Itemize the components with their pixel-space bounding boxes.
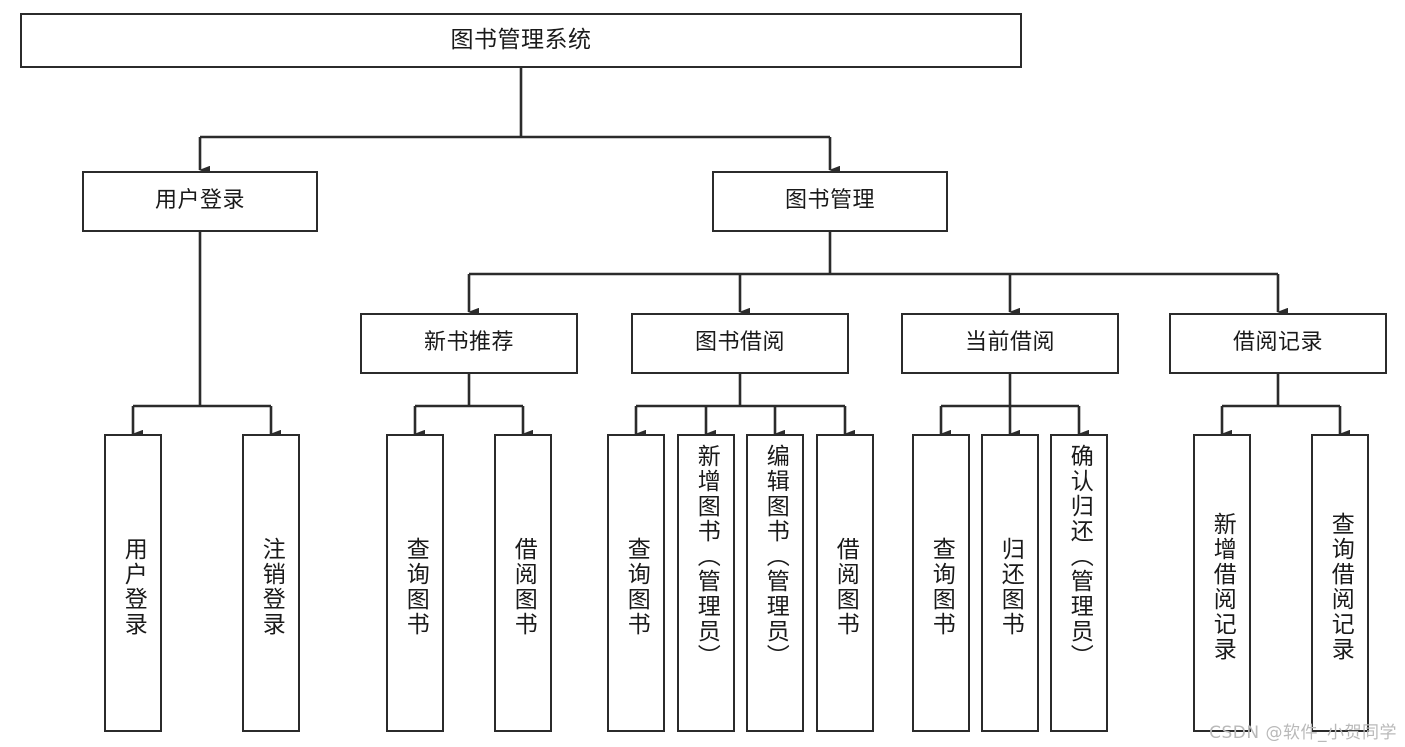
node-leaf-query-book-1-label: 查询图书 <box>402 537 429 637</box>
node-leaf-query-book-1[interactable]: 查询图书 <box>386 434 444 732</box>
node-book-manage-label: 图书管理 <box>784 188 875 214</box>
node-leaf-query-book-2[interactable]: 查询图书 <box>607 434 665 732</box>
node-borrow-record[interactable]: 借阅记录 <box>1169 313 1387 374</box>
node-current-borrow[interactable]: 当前借阅 <box>901 313 1119 374</box>
node-leaf-add-book-label: 新增图书（管理员） <box>693 444 720 669</box>
node-leaf-query-book-3[interactable]: 查询图书 <box>912 434 970 732</box>
node-leaf-borrow-book-1[interactable]: 借阅图书 <box>494 434 552 732</box>
node-leaf-edit-book[interactable]: 编辑图书（管理员） <box>746 434 804 732</box>
node-leaf-user-login-label: 用户登录 <box>120 537 147 637</box>
node-leaf-logout-label: 注销登录 <box>258 537 285 637</box>
node-leaf-add-book[interactable]: 新增图书（管理员） <box>677 434 735 732</box>
node-leaf-query-book-3-label: 查询图书 <box>928 537 955 637</box>
node-leaf-query-book-2-label: 查询图书 <box>623 537 650 637</box>
node-leaf-return-book-label: 归还图书 <box>997 537 1024 637</box>
node-leaf-edit-book-label: 编辑图书（管理员） <box>762 444 789 669</box>
node-leaf-confirm-return-label: 确认归还（管理员） <box>1066 444 1093 669</box>
node-leaf-add-record[interactable]: 新增借阅记录 <box>1193 434 1251 732</box>
node-user-login-label: 用户登录 <box>154 188 245 214</box>
node-book-borrow[interactable]: 图书借阅 <box>631 313 849 374</box>
node-leaf-borrow-book-2[interactable]: 借阅图书 <box>816 434 874 732</box>
node-leaf-user-login[interactable]: 用户登录 <box>104 434 162 732</box>
node-leaf-borrow-book-2-label: 借阅图书 <box>832 537 859 637</box>
watermark-text: CSDN @软件_小贺同学 <box>1209 723 1397 743</box>
node-borrow-record-label: 借阅记录 <box>1232 330 1323 356</box>
node-leaf-query-record-label: 查询借阅记录 <box>1327 512 1354 662</box>
node-current-borrow-label: 当前借阅 <box>964 330 1055 356</box>
node-leaf-query-record[interactable]: 查询借阅记录 <box>1311 434 1369 732</box>
node-book-borrow-label: 图书借阅 <box>694 330 785 356</box>
node-leaf-logout[interactable]: 注销登录 <box>242 434 300 732</box>
node-new-book-rec[interactable]: 新书推荐 <box>360 313 578 374</box>
node-leaf-add-record-label: 新增借阅记录 <box>1209 512 1236 662</box>
node-root[interactable]: 图书管理系统 <box>20 13 1022 68</box>
node-leaf-confirm-return[interactable]: 确认归还（管理员） <box>1050 434 1108 732</box>
node-leaf-borrow-book-1-label: 借阅图书 <box>510 537 537 637</box>
node-leaf-return-book[interactable]: 归还图书 <box>981 434 1039 732</box>
node-root-label: 图书管理系统 <box>450 26 592 53</box>
node-user-login[interactable]: 用户登录 <box>82 171 318 232</box>
node-new-book-rec-label: 新书推荐 <box>423 330 514 356</box>
node-book-manage[interactable]: 图书管理 <box>712 171 948 232</box>
